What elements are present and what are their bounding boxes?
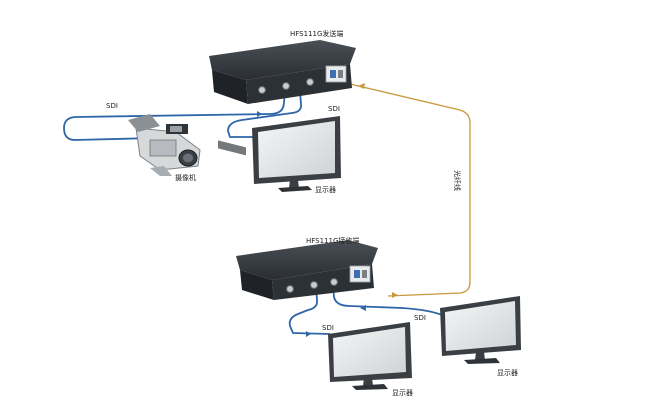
fiber-arrow-icon	[392, 292, 398, 298]
sdi-bottom-right-label: SDI	[414, 314, 426, 322]
fiber-cable-label: 光纤线	[453, 170, 462, 191]
receiver-device: HFS111G接收端	[236, 236, 378, 300]
sdi-monitor-top-label: SDI	[328, 105, 340, 113]
monitor-bottom-left: 显示器	[328, 322, 413, 397]
sdi-arrow-icon	[306, 331, 311, 337]
monitor-top-label: 显示器	[315, 186, 336, 194]
video-camera-icon	[128, 114, 201, 176]
sdi-arrow-icon	[360, 305, 366, 311]
monitor-bottom-right: 显示器	[440, 296, 521, 377]
sdi-cable-bottom-right	[332, 285, 445, 317]
monitor-icon	[252, 116, 341, 192]
monitor-top: 显示器	[252, 116, 341, 194]
camera-label: 摄像机	[175, 173, 196, 182]
sdi-cable-bottom-left	[288, 285, 331, 335]
sdi-arrow-icon	[257, 111, 262, 117]
monitor-icon	[328, 322, 412, 390]
fiber-arrow-icon	[358, 83, 365, 89]
sdi-cable-monitor-top	[227, 91, 302, 138]
monitor-bottom-right-label: 显示器	[497, 369, 518, 377]
transmitter-label: HFS111G发送端	[290, 29, 343, 38]
receiver-label: HFS111G接收端	[306, 236, 359, 245]
fiber-converter-icon	[209, 40, 356, 156]
monitor-bottom-left-label: 显示器	[392, 389, 413, 397]
sdi-cable-camera	[63, 91, 286, 141]
monitor-icon	[440, 296, 521, 364]
transmitter-device: HFS111G发送端	[209, 29, 356, 156]
sdi-bottom-left-label: SDI	[322, 324, 334, 332]
camera: 摄像机	[128, 114, 201, 182]
sdi-camera-label: SDI	[106, 102, 118, 110]
fiber-converter-icon	[236, 240, 378, 300]
fiber-cable	[349, 83, 471, 297]
